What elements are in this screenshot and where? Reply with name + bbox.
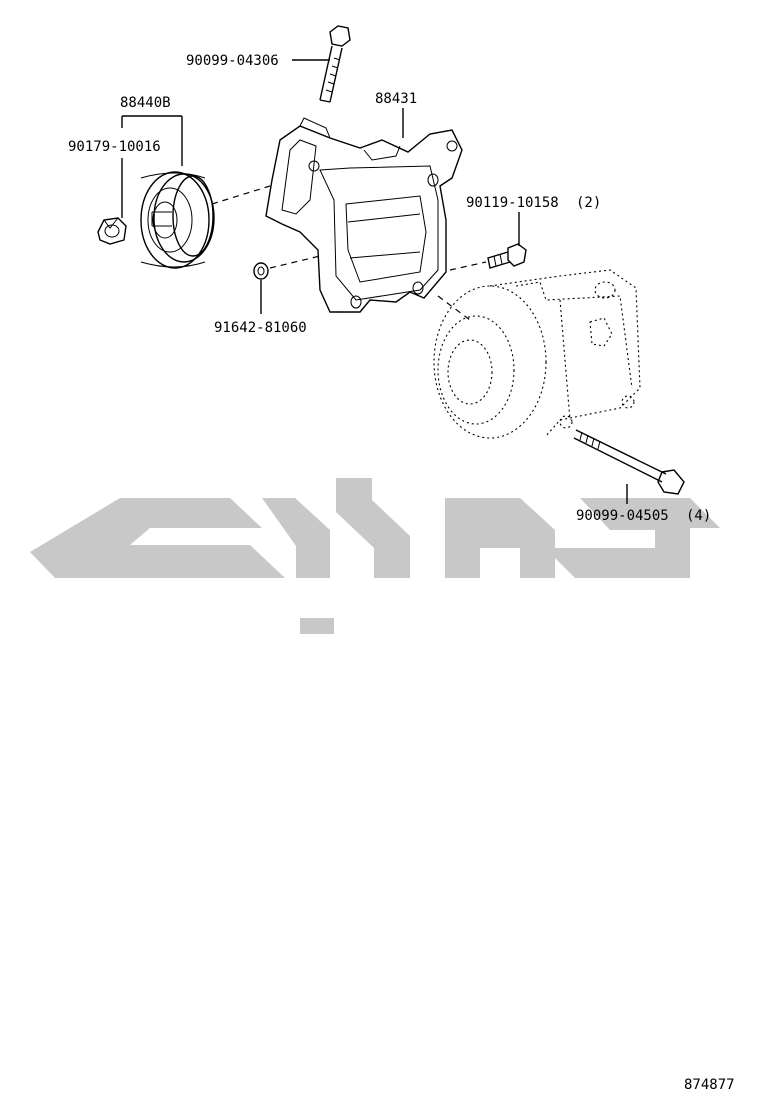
nut-illustration xyxy=(97,217,127,245)
compressor-illustration xyxy=(433,269,641,439)
bolt-long-illustration xyxy=(573,429,685,495)
bolt-short-illustration xyxy=(487,243,527,269)
part-label-bolt-short: 90119-10158 xyxy=(466,195,559,211)
bolt-top-illustration xyxy=(319,25,351,103)
bracket-illustration xyxy=(265,117,463,313)
part-label-pin: 91642-81060 xyxy=(214,320,307,336)
leader-lines xyxy=(121,59,628,504)
part-label-nut: 90179-10016 xyxy=(68,139,161,155)
watermark-logo xyxy=(30,478,720,634)
part-label-pulley-assy: 88440B xyxy=(120,95,171,111)
part-qty-bolt-short: (2) xyxy=(576,195,601,211)
part-qty-bolt-long: (4) xyxy=(686,508,711,524)
pin-illustration xyxy=(253,262,269,280)
illustration-id: 874877 xyxy=(684,1077,735,1093)
pulley-illustration xyxy=(140,171,215,269)
part-label-bracket: 88431 xyxy=(375,91,417,107)
part-label-bolt-top: 90099-04306 xyxy=(186,53,279,69)
part-label-bolt-long: 90099-04505 xyxy=(576,508,669,524)
assembly-lines xyxy=(211,185,487,321)
